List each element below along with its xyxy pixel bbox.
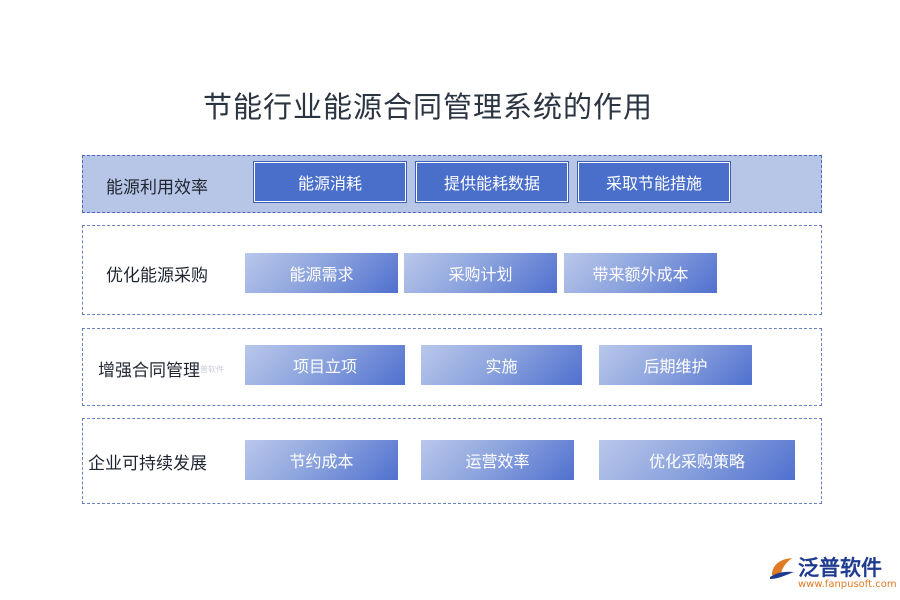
row-label: 优化能源采购: [106, 266, 208, 286]
item-box: 优化采购策略: [599, 440, 795, 480]
item-box: 项目立项: [245, 345, 405, 385]
row-label: 能源利用效率: [106, 178, 208, 198]
row-label: 企业可持续发展: [88, 454, 207, 474]
row-label: 增强合同管理: [98, 361, 200, 381]
row-contract-management: [82, 328, 822, 406]
item-box: 后期维护: [599, 345, 752, 385]
item-box: 运营效率: [421, 440, 574, 480]
company-logo: 泛普软件 www.fanpusoft.com: [768, 551, 897, 595]
logo-mark-icon: [770, 558, 794, 579]
row-optimize-procurement: [82, 225, 822, 315]
item-box: 节约成本: [245, 440, 398, 480]
diagram-title: 节能行业能源合同管理系统的作用: [203, 90, 654, 124]
item-box: 能源消耗: [253, 161, 407, 203]
item-box: 实施: [421, 345, 582, 385]
logo-name: 泛普软件: [798, 556, 882, 580]
row-sustainable-development: [82, 418, 822, 504]
item-box: 能源需求: [245, 253, 398, 293]
item-box: 采购计划: [404, 253, 557, 293]
item-box: 提供能耗数据: [415, 161, 569, 203]
logo-url: www.fanpusoft.com: [798, 579, 897, 590]
item-box: 带来额外成本: [564, 253, 717, 293]
watermark: 泛普软件: [192, 365, 224, 374]
item-box: 采取节能措施: [577, 161, 731, 203]
